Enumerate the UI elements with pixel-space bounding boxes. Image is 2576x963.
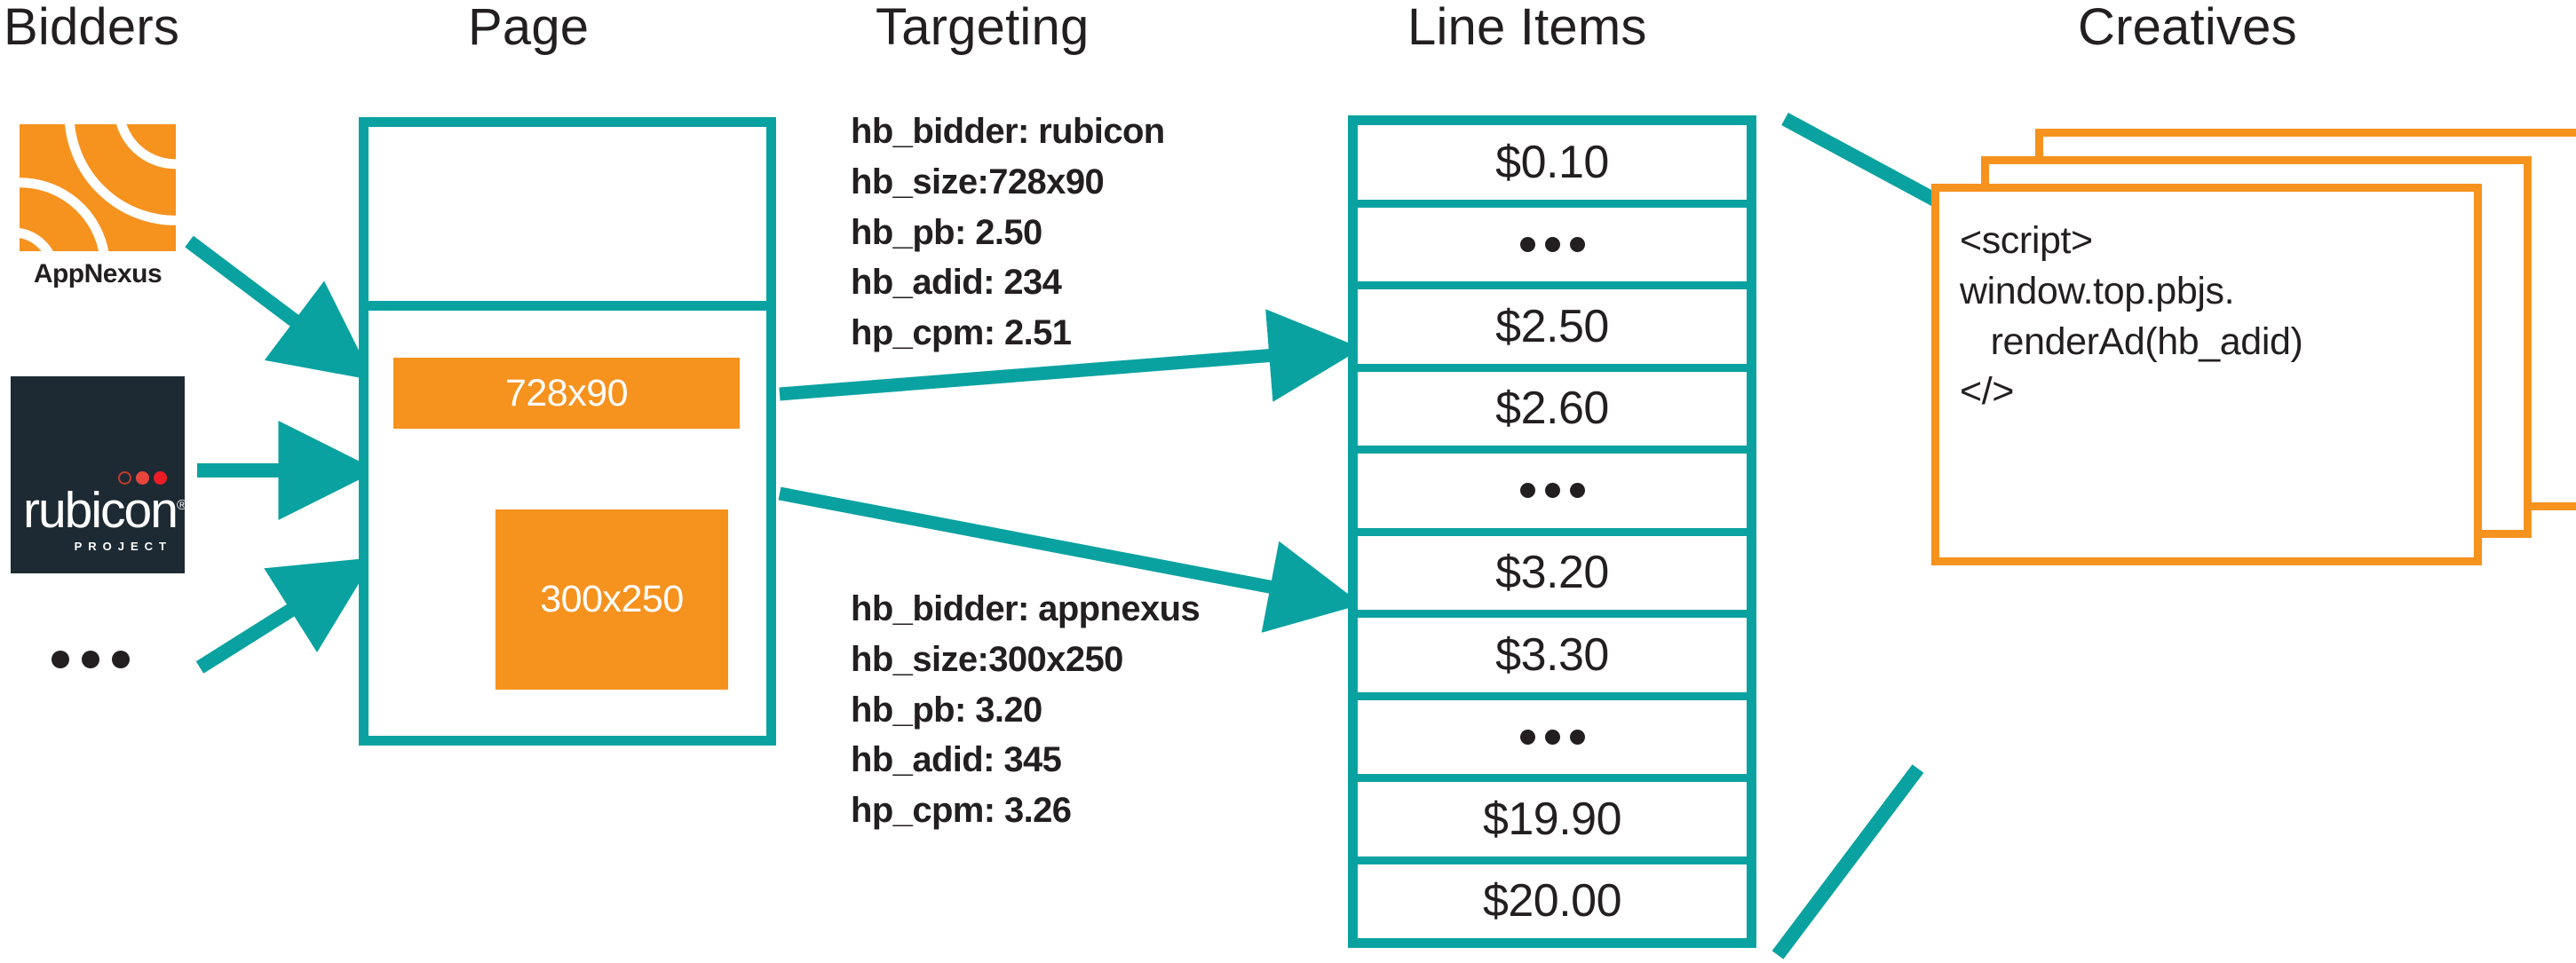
line-items-table: $0.10 $2.50 $2.60 $3.20 $3.30 $19.90 $20.00 bbox=[1348, 115, 1756, 948]
column-title-creatives: Creatives bbox=[2078, 0, 2297, 56]
column-title-page: Page bbox=[468, 0, 590, 56]
ad-slot-728x90[interactable]: 728x90 bbox=[393, 358, 740, 429]
creative-script-code: <script> window.top.pbjs. renderAd(hb_ad… bbox=[1960, 219, 2303, 414]
line-item-row[interactable]: $2.60 bbox=[1358, 372, 1747, 454]
line-item-price: $2.60 bbox=[1495, 383, 1609, 435]
rubicon-project-logo-icon: rubicon® PROJECT bbox=[11, 376, 185, 573]
arrow-appnexus-to-page bbox=[185, 235, 374, 381]
line-item-price: $3.20 bbox=[1495, 547, 1609, 599]
page-divider bbox=[359, 301, 776, 311]
line-item-row[interactable]: $3.20 bbox=[1358, 536, 1747, 618]
line-item-row[interactable]: $0.10 bbox=[1358, 125, 1747, 208]
line-item-row[interactable]: $2.50 bbox=[1358, 289, 1747, 372]
column-title-targeting: Targeting bbox=[876, 0, 1090, 56]
rubicon-wordmark-text: rubicon bbox=[23, 482, 178, 539]
appnexus-wordmark: AppNexus bbox=[33, 259, 162, 288]
line-item-row[interactable]: $20.00 bbox=[1358, 864, 1747, 939]
creative-card-front[interactable] bbox=[1931, 184, 2482, 565]
line-item-price: $3.30 bbox=[1495, 628, 1609, 681]
line-item-row[interactable] bbox=[1358, 454, 1747, 536]
ad-slot-300x250[interactable]: 300x250 bbox=[495, 509, 728, 690]
line-item-row[interactable] bbox=[1358, 700, 1747, 782]
line-item-ellipsis bbox=[1519, 729, 1585, 745]
line-item-row[interactable]: $3.30 bbox=[1358, 618, 1747, 700]
line-item-row[interactable] bbox=[1358, 208, 1747, 289]
rubicon-wordmark: rubicon® bbox=[23, 485, 185, 536]
connector-lineitems-to-creatives-bottom bbox=[1771, 764, 1924, 959]
line-item-price: $0.10 bbox=[1495, 136, 1609, 188]
more-bidders-ellipsis bbox=[52, 651, 130, 668]
targeting-block-rubicon: hb_bidder: rubicon hb_size:728x90 hb_pb:… bbox=[851, 112, 1165, 353]
line-item-ellipsis bbox=[1519, 236, 1585, 252]
line-item-price: $20.00 bbox=[1482, 875, 1622, 927]
rubicon-subtitle: PROJECT bbox=[74, 540, 172, 553]
line-item-price: $2.50 bbox=[1495, 300, 1609, 352]
rubicon-dots bbox=[118, 471, 167, 485]
column-title-line-items: Line Items bbox=[1407, 0, 1647, 56]
appnexus-logo-icon bbox=[20, 124, 176, 251]
column-title-bidders: Bidders bbox=[4, 0, 180, 56]
line-item-ellipsis bbox=[1519, 483, 1585, 499]
line-item-price: $19.90 bbox=[1482, 793, 1622, 845]
line-item-row[interactable]: $19.90 bbox=[1358, 782, 1747, 864]
targeting-block-appnexus: hb_bidder: appnexus hb_size:300x250 hb_p… bbox=[851, 589, 1201, 831]
rubicon-registered-mark: ® bbox=[176, 498, 185, 513]
arrow-more-bidders-to-page bbox=[195, 557, 375, 674]
